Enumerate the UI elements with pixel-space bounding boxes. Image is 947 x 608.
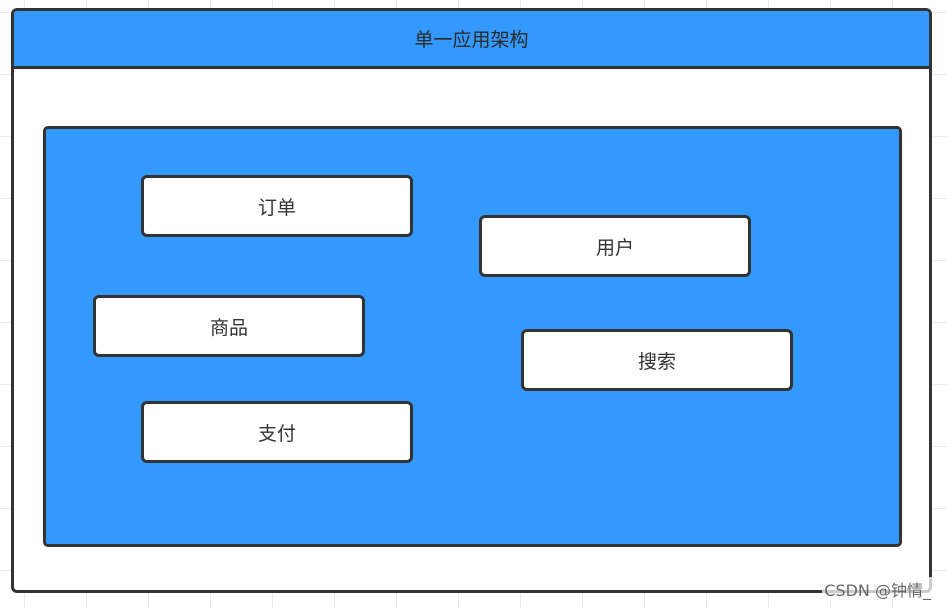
watermark: CSDN @钟情_ [822,577,933,601]
module-order: 订单 [141,175,413,237]
module-search: 搜索 [521,329,793,391]
application-title: 单一应用架构 [14,11,929,69]
module-user: 用户 [479,215,751,277]
module-pay: 支付 [141,401,413,463]
module-goods: 商品 [93,295,365,357]
